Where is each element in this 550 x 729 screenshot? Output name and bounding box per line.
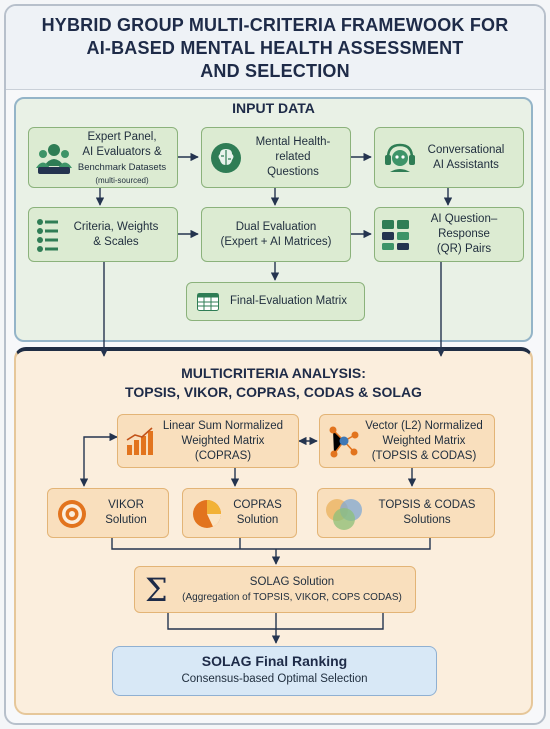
- title-banner: [6, 6, 544, 90]
- brain-icon: [210, 142, 242, 179]
- expert-panel-box: Expert Panel, AI Evaluators & Benchmark …: [28, 127, 178, 188]
- venn-icon: [324, 497, 364, 536]
- vikor-solution-box: VIKOR Solution: [47, 488, 169, 538]
- dual-evaluation-box: Dual Evaluation (Expert + AI Matrices): [201, 207, 351, 262]
- analysis-title: MULTICRITERIA ANALYSIS: TOPSIS, VIKOR, C…: [125, 365, 422, 400]
- sigma-icon: Σ: [145, 571, 168, 609]
- vector-l2-matrix-box: Vector (L2) Normalized Weighted Matrix (…: [319, 414, 495, 468]
- spreadsheet-icon: [197, 293, 219, 316]
- pie-chart-icon: [191, 498, 223, 535]
- headset-bot-icon: [384, 142, 416, 181]
- topsis-codas-solutions-box: TOPSIS & CODAS Solutions: [317, 488, 495, 538]
- final-ranking-subtitle: Consensus-based Optimal Selection: [181, 673, 368, 685]
- checklist-icon: [37, 219, 59, 258]
- bar-chart-icon: [125, 427, 155, 462]
- assistants-box: Conversational AI Assistants: [374, 127, 524, 188]
- questions-box: Mental Health- related Questions: [201, 127, 351, 188]
- team-icon: [36, 142, 72, 181]
- criteria-box: Criteria, Weights & Scales: [28, 207, 178, 262]
- final-ranking-title: SOLAG Final Ranking: [201, 653, 348, 669]
- solag-solution-box: Σ SOLAG Solution (Aggregation of TOPSIS,…: [134, 566, 416, 613]
- target-icon: [56, 498, 88, 535]
- final-ranking-box: [112, 646, 437, 696]
- qr-grid-icon: [381, 219, 411, 256]
- input-data-title: INPUT DATA: [232, 100, 315, 116]
- qr-pairs-box: AI Question–Response (QR) Pairs: [374, 207, 524, 262]
- linear-sum-matrix-box: Linear Sum Normalized Weighted Matrix (C…: [117, 414, 299, 468]
- final-evaluation-matrix-box: Final-Evaluation Matrix: [186, 282, 365, 321]
- diagram-title: HYBRID GROUP MULTI-CRITERIA FRAMEWOOK FO…: [41, 15, 509, 81]
- copras-solution-box: COPRAS Solution: [182, 488, 297, 538]
- network-icon: [328, 425, 360, 464]
